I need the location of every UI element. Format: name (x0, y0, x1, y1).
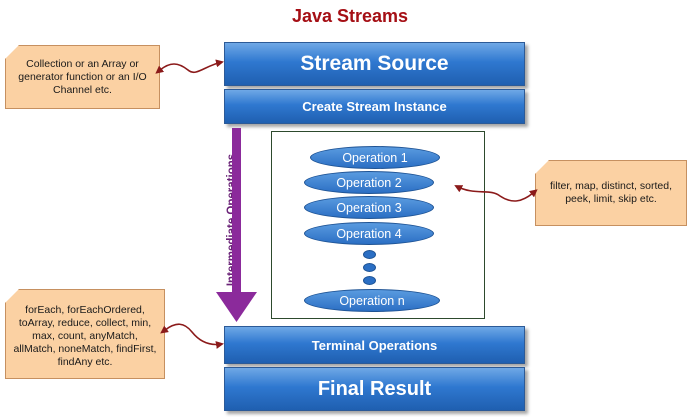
intermediate-operations-box: Operation 1 Operation 2 Operation 3 Oper… (271, 131, 485, 319)
operation-1: Operation 1 (310, 146, 440, 169)
operation-2: Operation 2 (304, 171, 434, 194)
intermediate-flow-arrow (216, 128, 257, 322)
diagram-title: Java Streams (291, 6, 409, 26)
terminal-operations-stage: Terminal Operations (224, 326, 525, 364)
intermediate-note: filter, map, distinct, sorted, peek, lim… (535, 160, 687, 226)
operation-4: Operation 4 (304, 222, 434, 245)
ellipsis-dot (363, 276, 376, 285)
source-note: Collection or an Array or generator func… (5, 45, 160, 109)
stream-source-stage: Stream Source (224, 42, 525, 86)
ellipsis-dot (363, 263, 376, 272)
operation-3: Operation 3 (304, 196, 434, 219)
ellipsis-dot (363, 250, 376, 259)
intermediate-connector (454, 185, 538, 202)
create-stream-instance-stage: Create Stream Instance (224, 89, 525, 124)
terminal-connector (160, 323, 224, 349)
source-connector (155, 59, 224, 74)
terminal-note: forEach, forEachOrdered, toArray, reduce… (5, 289, 165, 379)
operation-n: Operation n (304, 289, 440, 312)
final-result-stage: Final Result (224, 367, 525, 411)
